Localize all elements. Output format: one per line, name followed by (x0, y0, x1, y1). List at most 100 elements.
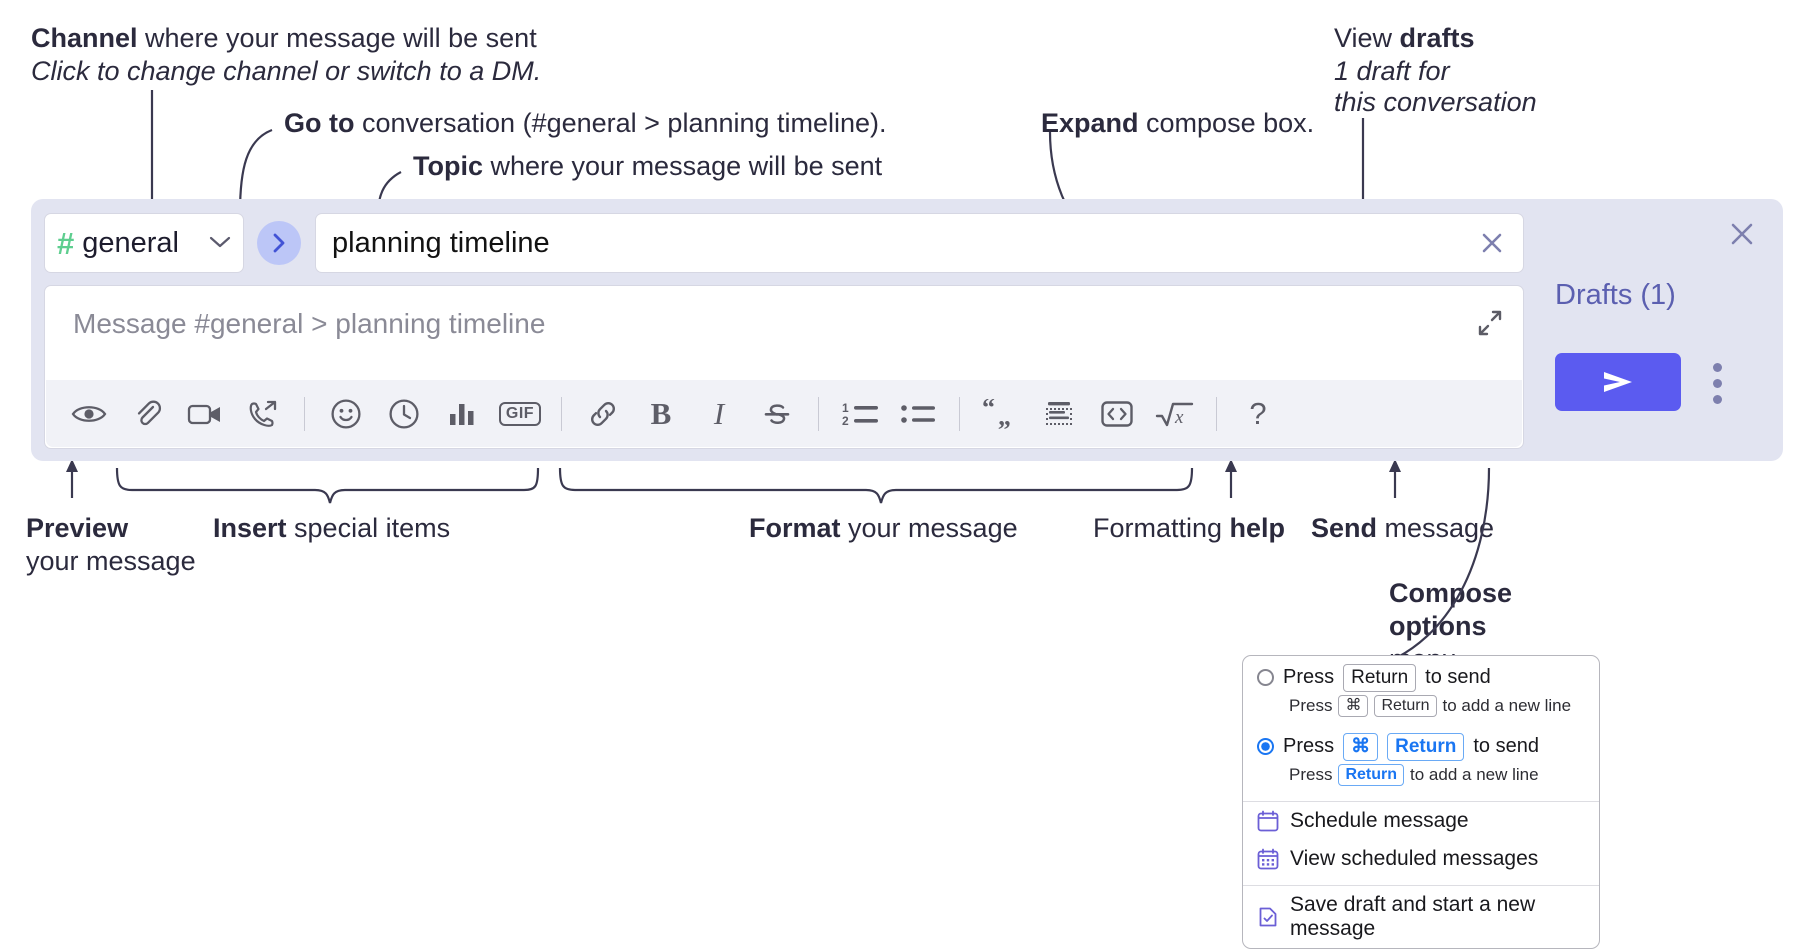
annotation-expand-rest: compose box. (1138, 108, 1315, 138)
calendar-grid-icon (1257, 848, 1279, 869)
menu-item-label: Save draft and start a new message (1290, 892, 1536, 940)
message-input-area[interactable]: Message #general > planning timeline (44, 285, 1524, 449)
attachment-icon[interactable] (125, 392, 169, 436)
code-block-icon[interactable] (1037, 392, 1081, 436)
menu-item-schedule-message[interactable]: Schedule message (1243, 802, 1599, 840)
blockquote-icon[interactable]: “„ (979, 392, 1023, 436)
toolbar-separator (1216, 396, 1217, 431)
annotation-formatting-help: Formatting help (1093, 512, 1285, 544)
call-forward-icon[interactable] (241, 392, 285, 436)
key-return: Return (1387, 732, 1465, 761)
annotation-compose-options-2: options (1389, 610, 1486, 642)
annotation-formatting-plain: Formatting (1093, 513, 1230, 543)
menu-item-label: View scheduled messages (1290, 846, 1539, 870)
annotation-expand-bold: Expand (1041, 108, 1139, 138)
channel-selector[interactable]: # general (44, 213, 244, 273)
annotation-drafts-italic1: 1 draft for (1334, 56, 1450, 86)
key-command: ⌘ (1338, 694, 1369, 717)
help-icon[interactable]: ? (1236, 392, 1280, 436)
annotation-format-bold: Format (749, 513, 841, 543)
annotation-preview: Preview (26, 512, 128, 544)
annotation-goto: Go to conversation (#general > planning … (284, 107, 887, 139)
svg-text:2: 2 (842, 414, 849, 428)
annotation-drafts-bold: drafts (1399, 23, 1475, 53)
send-option-return[interactable]: Press Return to send (1243, 656, 1599, 694)
annotation-compose-options-1: Compose (1389, 577, 1512, 609)
annotation-expand: Expand compose box. (1041, 107, 1314, 139)
compose-right-rail: Drafts (1) (1536, 199, 1783, 461)
annotation-topic: Topic where your message will be sent (413, 150, 882, 182)
svg-text:“: “ (982, 399, 995, 422)
goto-conversation-button[interactable] (257, 221, 301, 265)
channel-name-label: general (82, 226, 179, 259)
key-return: Return (1343, 664, 1417, 692)
annotation-channel-sub: Click to change channel or switch to a D… (31, 55, 541, 87)
math-icon[interactable]: x (1153, 392, 1197, 436)
toolbar-separator (561, 396, 562, 431)
preview-icon[interactable] (67, 392, 111, 436)
link-icon[interactable] (581, 392, 625, 436)
radio-unselected-icon[interactable] (1257, 669, 1274, 687)
option1-sub-tail: to add a new line (1442, 695, 1572, 715)
annotation-channel: Channel where your message will be sent (31, 22, 537, 54)
menu-item-save-draft[interactable]: Save draft and start a new message (1243, 886, 1599, 948)
annotation-topic-rest: where your message will be sent (483, 151, 883, 181)
option2-tail-label: to send (1473, 735, 1539, 758)
help-glyph: ? (1249, 395, 1267, 431)
italic-icon[interactable]: I (697, 392, 741, 436)
strikethrough-icon[interactable] (755, 392, 799, 436)
send-button[interactable] (1555, 353, 1681, 411)
svg-text:x: x (1174, 407, 1184, 428)
emoji-icon[interactable] (324, 392, 368, 436)
expand-diagonal-icon[interactable] (1475, 308, 1505, 338)
annotation-compose-bold2: options (1389, 611, 1487, 641)
compose-header-row: # general planning timeline (44, 213, 1524, 273)
annotation-send-rest: message (1377, 513, 1495, 543)
annotation-send-bold: Send (1311, 513, 1378, 543)
annotation-format: Format your message (749, 512, 1018, 544)
topic-input[interactable]: planning timeline (315, 213, 1524, 273)
toolbar-separator (304, 396, 305, 431)
radio-selected-icon[interactable] (1257, 738, 1274, 756)
annotation-channel-rest: where your message will be sent (137, 23, 537, 53)
annotation-insert-bold: Insert (213, 513, 287, 543)
annotation-preview-rest: your message (26, 546, 196, 576)
option1-tail-label: to send (1425, 666, 1491, 689)
send-option-cmd-return[interactable]: Press ⌘ Return to send (1243, 725, 1599, 763)
gif-icon[interactable]: GIF (498, 392, 542, 436)
svg-text:„: „ (998, 402, 1011, 429)
compose-options-button[interactable] (1704, 359, 1730, 407)
annotation-send: Send message (1311, 512, 1494, 544)
option1-sub-press: Press (1289, 695, 1333, 715)
video-icon[interactable] (183, 392, 227, 436)
annotation-drafts-plain: View (1334, 23, 1400, 53)
annotation-insert-rest: special items (286, 513, 451, 543)
inline-code-icon[interactable] (1095, 392, 1139, 436)
compose-inner: # general planning timeline Message #gen… (44, 213, 1524, 449)
option2-sub-press: Press (1289, 764, 1333, 784)
close-icon[interactable] (1725, 217, 1759, 256)
option1-press-label: Press (1283, 666, 1335, 689)
drafts-link[interactable]: Drafts (1) (1555, 279, 1676, 311)
send-option-cmd-return-sub: Press Return to add a new line (1243, 763, 1599, 794)
menu-item-view-scheduled[interactable]: View scheduled messages (1243, 840, 1599, 878)
poll-icon[interactable] (440, 392, 484, 436)
annotation-preview-bold: Preview (26, 513, 129, 543)
annotation-drafts: View drafts (1334, 22, 1475, 54)
calendar-icon (1257, 810, 1279, 831)
annotation-channel-bold: Channel (31, 23, 138, 53)
kebab-dot (1712, 378, 1722, 388)
hash-icon: # (57, 225, 75, 261)
bulleted-list-icon[interactable] (896, 392, 940, 436)
option2-press-label: Press (1283, 735, 1335, 758)
close-icon[interactable] (1477, 228, 1507, 258)
chevron-down-icon (209, 233, 231, 254)
annotation-topic-bold: Topic (413, 151, 483, 181)
chevron-right-icon (273, 233, 285, 253)
compose-options-menu: Press Return to send Press ⌘ Return to a… (1242, 655, 1600, 949)
clock-icon[interactable] (382, 392, 426, 436)
bold-icon[interactable]: B (639, 392, 683, 436)
annotation-preview-sub: your message (26, 545, 196, 577)
